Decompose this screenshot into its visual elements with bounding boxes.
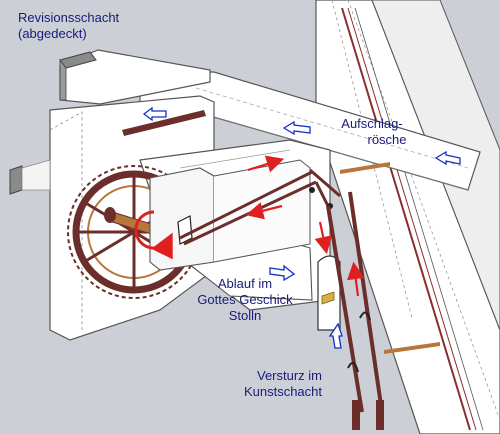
label-line: Gottes Geschick xyxy=(197,292,293,307)
label-line: Versturz im xyxy=(256,368,322,383)
label-line: Kunstschacht xyxy=(243,384,322,399)
label-line: Ablauf im xyxy=(217,276,273,291)
timber-planks xyxy=(122,110,440,354)
label-aufschlagroesche: Aufschlag- rösche xyxy=(330,116,414,148)
pump-rods xyxy=(326,191,384,430)
label-line: (abgedeckt) xyxy=(18,26,87,41)
label-ablauf: Ablauf im Gottes Geschick Stolln xyxy=(196,276,294,324)
water-flow-arrows xyxy=(142,106,461,349)
label-line: Revisionsschacht xyxy=(18,10,120,25)
label-line: rösche xyxy=(367,132,407,147)
revisionsschacht-block xyxy=(59,49,211,105)
rotation-arrow xyxy=(134,210,173,260)
label-line: Stolln xyxy=(228,308,262,323)
motion-arrows xyxy=(245,155,365,297)
kunstschacht-shaft xyxy=(315,0,500,434)
label-revisionsschacht: Revisionsschacht (abgedeckt) xyxy=(18,10,119,42)
label-versturz: Versturz im Kunstschacht xyxy=(238,368,322,400)
ladder-rails xyxy=(341,7,484,431)
label-line: Aufschlag- xyxy=(341,116,403,131)
